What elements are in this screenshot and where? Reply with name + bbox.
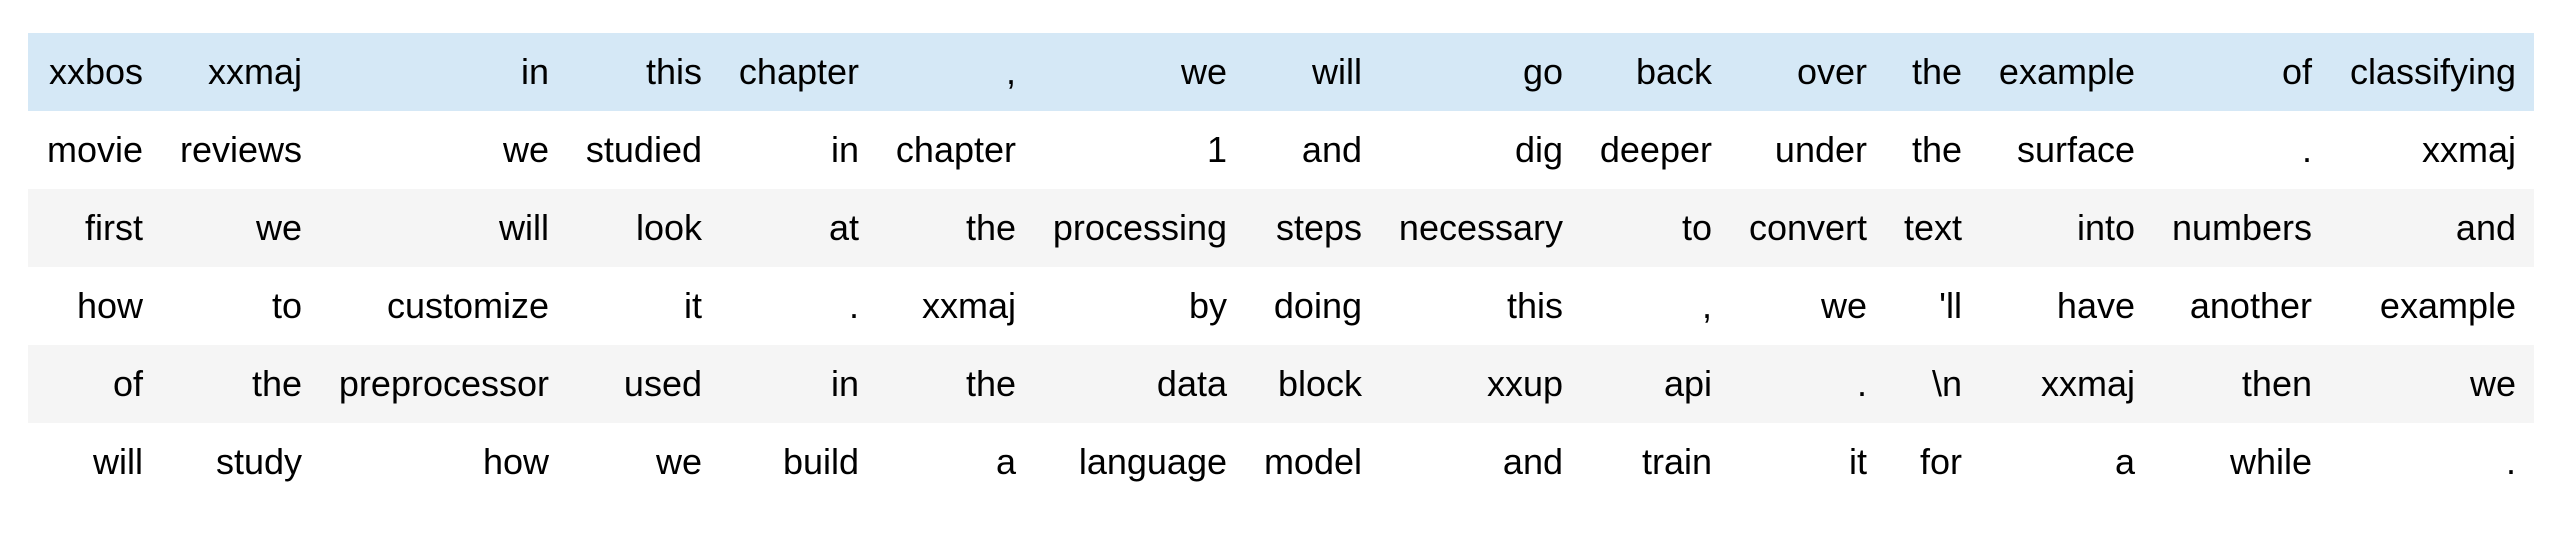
token-cell: surface [2016,129,2135,170]
token-cell: this [1506,285,1563,326]
table-row: of the preprocessor used in the data block xxup a… [28,345,2534,423]
token-cell: go [1522,51,1563,92]
token-cell: then [2241,363,2312,404]
token-cell: train [1641,441,1712,482]
token-cell: language [1078,441,1227,482]
token-cell: of [2281,51,2312,92]
token-cell: in [830,363,859,404]
token-cell: we [1820,285,1867,326]
table-row: first we will look at the processing steps neces… [28,189,2534,267]
token-cell: deeper [1599,129,1712,170]
token-cell: another [2189,285,2312,326]
token-cell: necessary [1398,207,1563,248]
token-cell: 'll [1939,285,1962,326]
token-cell: while [2229,441,2312,482]
token-cell: xxup [1486,363,1563,404]
token-cell: 1 [1206,129,1227,170]
token-cell: api [1663,363,1712,404]
token-cell: dig [1514,129,1563,170]
token-cell: the [1911,129,1962,170]
token-table: xxbos xxmaj in this chapter, we will go back over… [28,33,2534,501]
token-cell: will [93,441,143,482]
token-cell: study [215,441,302,482]
token-cell: to [271,285,302,326]
token-cell: and [1301,129,1362,170]
token-table-body: xxbos xxmaj in this chapter, we will go back over… [28,33,2534,501]
token-cell: we [655,441,702,482]
token-cell: the [1911,51,1962,92]
table-row: will study how we build a language model and trai… [28,423,2534,501]
table-row: xxbos xxmaj in this chapter, we will go back over… [28,33,2534,111]
token-cell: a [995,441,1016,482]
token-cell: of [112,363,143,404]
token-cell: chapter [895,129,1016,170]
token-cell: doing [1273,285,1362,326]
token-cell: in [830,129,859,170]
token-cell: studied [585,129,702,170]
token-cell: in [520,51,549,92]
token-cell: how [76,285,143,326]
token-cell: used [623,363,702,404]
notebook-output-area: xxbos xxmaj in this chapter, we will go back over… [28,33,2534,501]
token-cell: and [1502,441,1563,482]
token-cell: block [1277,363,1362,404]
token-cell: by [1188,285,1227,326]
token-cell: xxmaj [2040,363,2135,404]
token-cell: look [635,207,702,248]
token-cell: , [1701,285,1712,326]
token-cell: and [2455,207,2516,248]
token-cell: example [1998,51,2135,92]
token-cell: it [684,285,702,326]
token-cell: into [2076,207,2135,248]
token-cell: xxmaj [207,51,302,92]
token-cell: how [482,441,549,482]
token-cell: movie [46,129,143,170]
token-cell: we [2469,363,2516,404]
token-cell: chapter [738,51,859,92]
token-cell: a [2114,441,2135,482]
token-cell: . [848,285,859,326]
token-cell: build [782,441,859,482]
token-cell: customize [386,285,549,326]
token-cell: , [1005,51,1016,92]
table-row: how to customize it. xxmaj by doing this, we 'll h… [28,267,2534,345]
token-cell: at [828,207,859,248]
token-cell: model [1263,441,1362,482]
token-cell: under [1774,129,1867,170]
token-cell: xxmaj [2421,129,2516,170]
token-cell: xxmaj [921,285,1016,326]
token-cell: we [502,129,549,170]
token-cell: . [2301,129,2312,170]
token-cell: classifying [2349,51,2516,92]
token-cell: we [255,207,302,248]
token-cell: have [2056,285,2135,326]
token-cell: the [965,363,1016,404]
token-cell: processing [1052,207,1227,248]
token-cell: steps [1275,207,1362,248]
token-cell: text [1903,207,1962,248]
token-cell: the [965,207,1016,248]
token-cell: first [85,207,143,248]
token-cell: reviews [179,129,302,170]
token-cell: this [645,51,702,92]
token-cell: . [1856,363,1867,404]
token-cell: the [251,363,302,404]
token-cell: convert [1748,207,1867,248]
token-cell: we [1180,51,1227,92]
token-cell: will [1312,51,1362,92]
token-cell: numbers [2171,207,2312,248]
token-cell: preprocessor [338,363,549,404]
token-cell: to [1681,207,1712,248]
token-cell: it [1849,441,1867,482]
token-cell: xxbos [48,51,143,92]
token-cell: for [1919,441,1962,482]
token-cell: will [499,207,549,248]
token-cell: data [1156,363,1227,404]
token-cell: . [2505,441,2516,482]
token-cell: over [1796,51,1867,92]
token-cell: example [2379,285,2516,326]
token-cell: back [1635,51,1712,92]
token-cell: \n [1931,363,1962,404]
